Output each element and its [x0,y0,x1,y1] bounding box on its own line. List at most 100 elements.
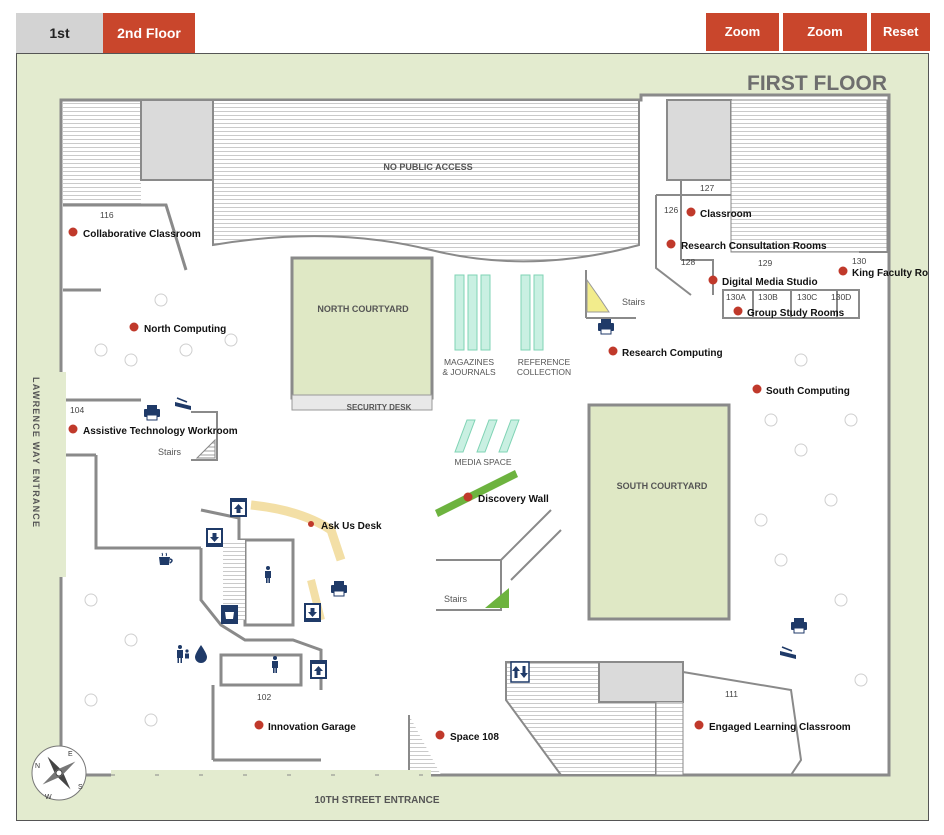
tenth-street-entrance-gap [111,770,431,780]
floor-map[interactable]: FIRST FLOOR NO PUBLIC ACCESS NORTH COURT… [16,53,929,821]
marker-ask-us-desk[interactable] [308,521,314,527]
marker-south-computing[interactable] [752,384,762,394]
furniture [84,293,868,727]
label-south-courtyard: SOUTH COURTYARD [617,481,708,491]
ask-us-desk-counter [250,500,346,562]
location-ask-us-desk[interactable]: Ask Us Desk [321,521,382,532]
location-classroom[interactable]: Classroom [700,209,752,220]
location-engaged-learning[interactable]: Engaged Learning Classroom [709,722,851,733]
media-space-shelves [454,419,520,453]
tab-2nd-floor[interactable]: 2nd Floor [103,13,195,53]
stairs-central-walls [436,559,502,611]
wall-diagonal-central [500,509,562,581]
magazine-shelves [454,274,544,351]
elevator-up-icon[interactable] [310,660,327,679]
room-130a: 130A [726,292,746,302]
printer-icon[interactable] [598,319,614,335]
location-collaborative-classroom[interactable]: Collaborative Classroom [83,229,201,240]
restroom-icon[interactable] [272,656,278,673]
north-courtyard [290,256,434,400]
zoom-out-button[interactable]: Zoom Out [783,13,867,77]
location-assistive-technology[interactable]: Assistive Technology Workroom [83,426,238,437]
marker-king-faculty[interactable] [838,266,848,276]
room-126: 126 [664,205,678,215]
label-stairs-west: Stairs [158,447,182,457]
location-south-computing[interactable]: South Computing [766,386,850,397]
location-research-consultation[interactable]: Research Consultation Rooms [681,241,827,252]
room-102: 102 [257,692,271,702]
zoom-controls: Zoom In Zoom Out Reset [706,13,930,77]
location-innovation-garage[interactable]: Innovation Garage [268,722,356,733]
label-stairs-central: Stairs [444,594,468,604]
coffee-icon[interactable] [159,552,173,565]
marker-research-computing[interactable] [608,346,618,356]
marker-assistive-technology[interactable] [68,424,78,434]
location-digital-media-studio[interactable]: Digital Media Studio [722,277,818,288]
marker-research-consultation[interactable] [666,239,676,249]
wall-engaged-learning [682,671,803,776]
innovation-garage-walls [211,685,321,762]
stairs-west [195,438,216,459]
marker-classroom[interactable] [686,207,696,217]
location-research-computing[interactable]: Research Computing [622,348,723,359]
location-king-faculty[interactable]: King Faculty Ro [852,268,928,279]
marker-space-108[interactable] [435,730,445,740]
label-north-courtyard: NORTH COURTYARD [317,304,409,314]
zoom-in-button[interactable]: Zoom In [706,13,779,77]
room-130c: 130C [797,292,817,302]
marker-group-study[interactable] [733,306,743,316]
south-courtyard [587,403,731,621]
room-111: 111 [725,689,738,699]
compass-e: E [68,751,73,758]
northeast-hatched-zone [730,99,888,253]
marker-engaged-learning[interactable] [694,720,704,730]
label-media-space: MEDIA SPACE [455,457,512,467]
elevator-updown-icon[interactable] [510,661,530,683]
security-desk-area [291,394,433,411]
northwest-core [140,99,214,181]
floor-tabs: 1st Floor 2nd Floor [16,13,195,81]
stairs-east-walls [585,270,636,319]
northeast-core [666,99,732,181]
stairs-central [485,588,509,608]
compass: N E S W [31,745,87,801]
room-128: 128 [681,257,695,267]
marker-digital-media-studio[interactable] [708,275,718,285]
scanner-icon[interactable] [175,397,191,410]
label-stairs-east: Stairs [622,297,646,307]
printer-icon[interactable] [791,618,807,634]
location-group-study[interactable]: Group Study Rooms [747,308,845,319]
location-discovery-wall[interactable]: Discovery Wall [478,494,549,505]
central-core-walls [199,508,323,690]
label-10th-street-entrance: 10TH STREET ENTRANCE [314,795,439,806]
elevator-down-icon[interactable] [304,603,321,622]
coffee-icon[interactable] [221,605,238,624]
compass-n: N [35,763,40,770]
label-security-desk: SECURITY DESK [347,403,412,412]
scanner-icon[interactable] [780,646,796,659]
family-restroom-icon[interactable] [177,645,189,663]
location-north-computing[interactable]: North Computing [144,324,226,335]
label-magazines-1: MAGAZINES [444,357,494,367]
restroom-icon[interactable] [265,566,271,583]
marker-discovery-wall[interactable] [463,492,473,502]
reset-button[interactable]: Reset [871,13,930,51]
location-space-108[interactable]: Space 108 [450,732,499,743]
label-lawrence-way-entrance: LAWRENCE WAY ENTRANCE [31,377,41,528]
elevator-up-icon[interactable] [230,498,247,517]
tab-1st-floor[interactable]: 1st Floor [16,13,103,81]
label-magazines-2: & JOURNALS [442,367,496,377]
marker-north-computing[interactable] [129,322,139,332]
room-116: 116 [100,210,114,220]
elevator-down-icon[interactable] [206,528,223,547]
printer-icon[interactable] [331,581,347,597]
marker-innovation-garage[interactable] [254,720,264,730]
water-fountain-icon[interactable] [195,645,207,663]
printer-icon[interactable] [144,405,160,421]
east-rooms-walls [655,180,889,319]
room-104: 104 [70,405,84,415]
wall-assistive-tech [63,398,201,550]
floor-title: FIRST FLOOR [747,72,887,95]
room-numbers: 116 104 102 111 127 126 128 129 130 130A… [70,183,866,702]
marker-collaborative-classroom[interactable] [68,227,78,237]
